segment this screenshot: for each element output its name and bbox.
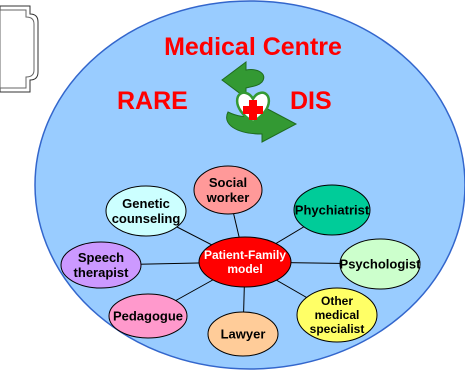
- node-pedagogue: Pedagogue: [108, 293, 188, 339]
- node-pedagogue-ellipse: [108, 293, 188, 339]
- node-phychiatrist: Phychiatrist: [293, 184, 371, 236]
- title-text: Medical Centre: [164, 33, 342, 61]
- node-genetic-counseling-ellipse: [105, 185, 187, 237]
- node-psychologist-label: Psychologist: [340, 257, 422, 272]
- node-speech-therapist-ellipse: [60, 241, 142, 289]
- decorative-frame: [0, 5, 39, 93]
- arrows-logo: [221, 61, 298, 143]
- node-lawyer: Lawyer: [207, 311, 279, 357]
- node-pedagogue-label: Pedagogue: [113, 309, 183, 324]
- node-other-medical-specialist-ellipse: [296, 287, 378, 343]
- center-node-ellipse: [198, 236, 292, 288]
- arrow-upper-icon: [221, 61, 265, 99]
- cross-icon-horizontal: [243, 106, 263, 114]
- node-phychiatrist-label: Phychiatrist: [295, 203, 370, 218]
- node-psychologist: Psychologist: [339, 238, 422, 290]
- dis-label: DIS: [290, 87, 332, 115]
- rare-label: RARE: [117, 87, 188, 115]
- node-psychologist-ellipse: [339, 238, 421, 290]
- node-lawyer-ellipse: [207, 311, 279, 357]
- node-lawyer-label: Lawyer: [221, 327, 266, 342]
- node-phychiatrist-ellipse: [293, 184, 371, 236]
- node-social-worker-ellipse: [193, 165, 263, 215]
- arrow-lower-icon: [226, 105, 298, 143]
